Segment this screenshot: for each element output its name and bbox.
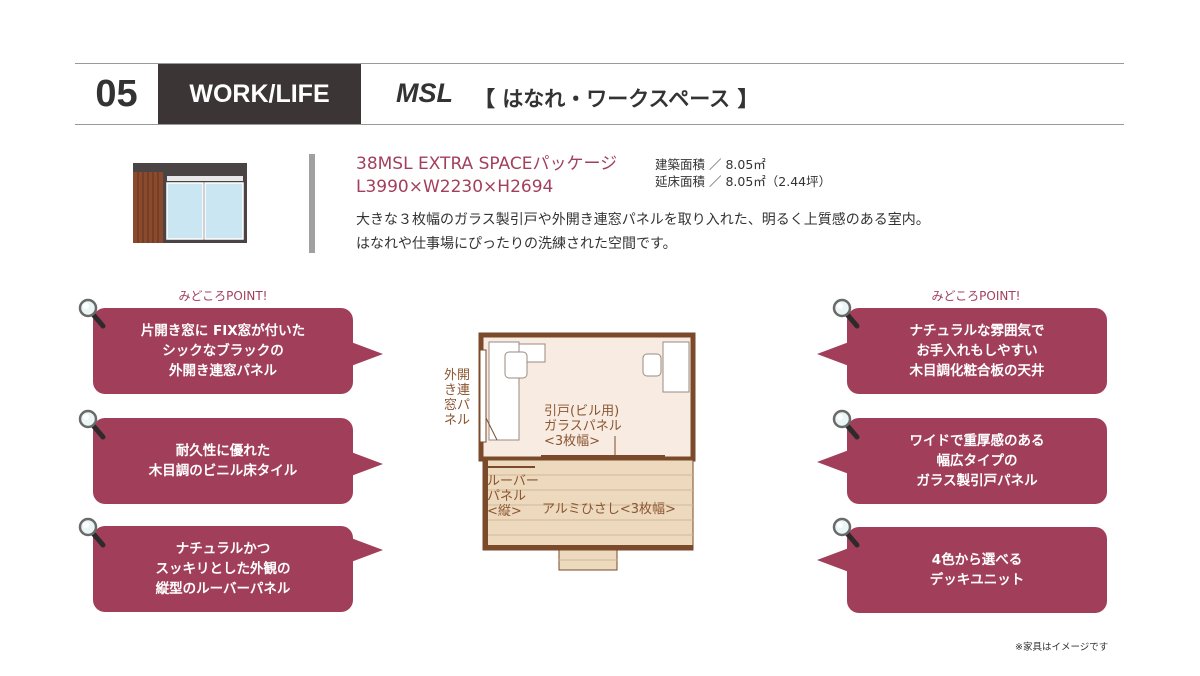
package-dimensions: L3990×W2230×H2694 [356,177,554,197]
bubble-tail [817,450,849,474]
point-bubble-right-1: ナチュラルな雰囲気で お手入れもしやすい 木目調化粧合板の天井 [847,308,1107,394]
plan-label-text: 引戸(ビル用) [544,404,620,419]
description-line-2: はなれや仕事場にぴったりの洗練された空間です。 [356,236,677,252]
floor-plan [478,332,696,571]
point-bubble-left-1: 片開き窓に FIX窓が付いた シックなブラックの 外開き連窓パネル [93,308,353,394]
plan-label-door: 引戸(ビル用) ガラスパネル <3枚幅> [544,404,622,449]
bubble-tail [351,452,383,476]
point-text: 片開き窓に FIX窓が付いた [140,323,306,339]
point-text: 縦型のルーバーパネル [155,581,291,597]
point-text: デッキユニット [929,572,1025,588]
left-points-title: みどころPOINT! [178,289,268,303]
point-bubble-right-2: ワイドで重厚感のある 幅広タイプの ガラス製引戸パネル [847,418,1107,504]
point-text: お手入れもしやすい [916,343,1038,359]
plan-label-text: <3枚幅> [544,434,601,449]
description: 大きな３枚幅のガラス製引戸や外開き連窓パネルを取り入れた、明るく上質感のある室内… [356,208,930,256]
point-text: ナチュラルかつ [175,541,271,557]
section-category: WORK/LIFE [158,64,361,124]
description-line-1: 大きな３枚幅のガラス製引戸や外開き連窓パネルを取り入れた、明るく上質感のある室内… [356,212,930,228]
footnote: ※家具はイメージです [1015,642,1109,653]
magnifier-icon [78,517,106,548]
header-top-rule [75,63,1124,64]
point-bubble-left-2: 耐久性に優れた 木目調のビニル床タイル [93,418,353,504]
point-text: 木目調のビニル床タイル [148,463,298,479]
plan-label-eave: アルミひさし<3枚幅> [542,502,676,517]
bubble-tail [351,342,383,366]
magnifier-icon [832,517,860,548]
area-info: 建築面積 ／ 8.05㎡ 延床面積 ／ 8.05㎡（2.44坪） [655,156,831,190]
bubble-tail [351,538,383,562]
point-text: ナチュラルな雰囲気で [909,323,1045,339]
product-thumbnail [133,163,247,243]
page-subtitle: 【 はなれ・ワークスペース 】 [474,87,759,111]
building-area: 建築面積 ／ 8.05㎡ [655,157,766,172]
package-info: 38MSL EXTRA SPACEパッケージ L3990×W2230×H2694 [356,153,617,199]
point-bubble-right-3: 4色から選べる デッキユニット [847,527,1107,613]
point-text: シックなブラックの [162,343,284,359]
point-text: 4色から選べる [931,552,1023,568]
plan-label-window-panel: 外開き連窓パネル [444,368,471,428]
point-text: 外開き連窓パネル [169,363,277,379]
plan-label-text: <縦> [487,504,522,519]
plan-label-louver: ルーバー パネル <縦> [487,474,539,519]
info-divider [309,154,315,253]
magnifier-icon [832,298,860,329]
point-text: 幅広タイプの [936,453,1018,469]
point-text: スッキリとした外観の [155,561,291,577]
floor-area: 延床面積 ／ 8.05㎡（2.44坪） [655,174,832,189]
bubble-tail [817,342,849,366]
section-number: 05 [95,72,138,115]
bubble-tail [817,548,849,572]
magnifier-icon [832,409,860,440]
point-bubble-left-3: ナチュラルかつ スッキリとした外観の 縦型のルーバーパネル [93,526,353,612]
plan-label-text: ルーバー [487,474,539,489]
plan-label-text: パネル [487,489,527,504]
package-name: 38MSL EXTRA SPACEパッケージ [356,154,618,174]
right-points-title: みどころPOINT! [931,289,1021,303]
model-name: MSL [396,78,453,108]
point-text: 耐久性に優れた [175,443,271,459]
header-bottom-rule [75,124,1124,125]
magnifier-icon [78,298,106,329]
point-text: 木目調化粧合板の天井 [909,363,1045,379]
magnifier-icon [78,409,106,440]
point-text: ガラス製引戸パネル [916,473,1038,489]
plan-label-text: ガラスパネル [544,419,622,434]
point-text: ワイドで重厚感のある [909,433,1045,449]
